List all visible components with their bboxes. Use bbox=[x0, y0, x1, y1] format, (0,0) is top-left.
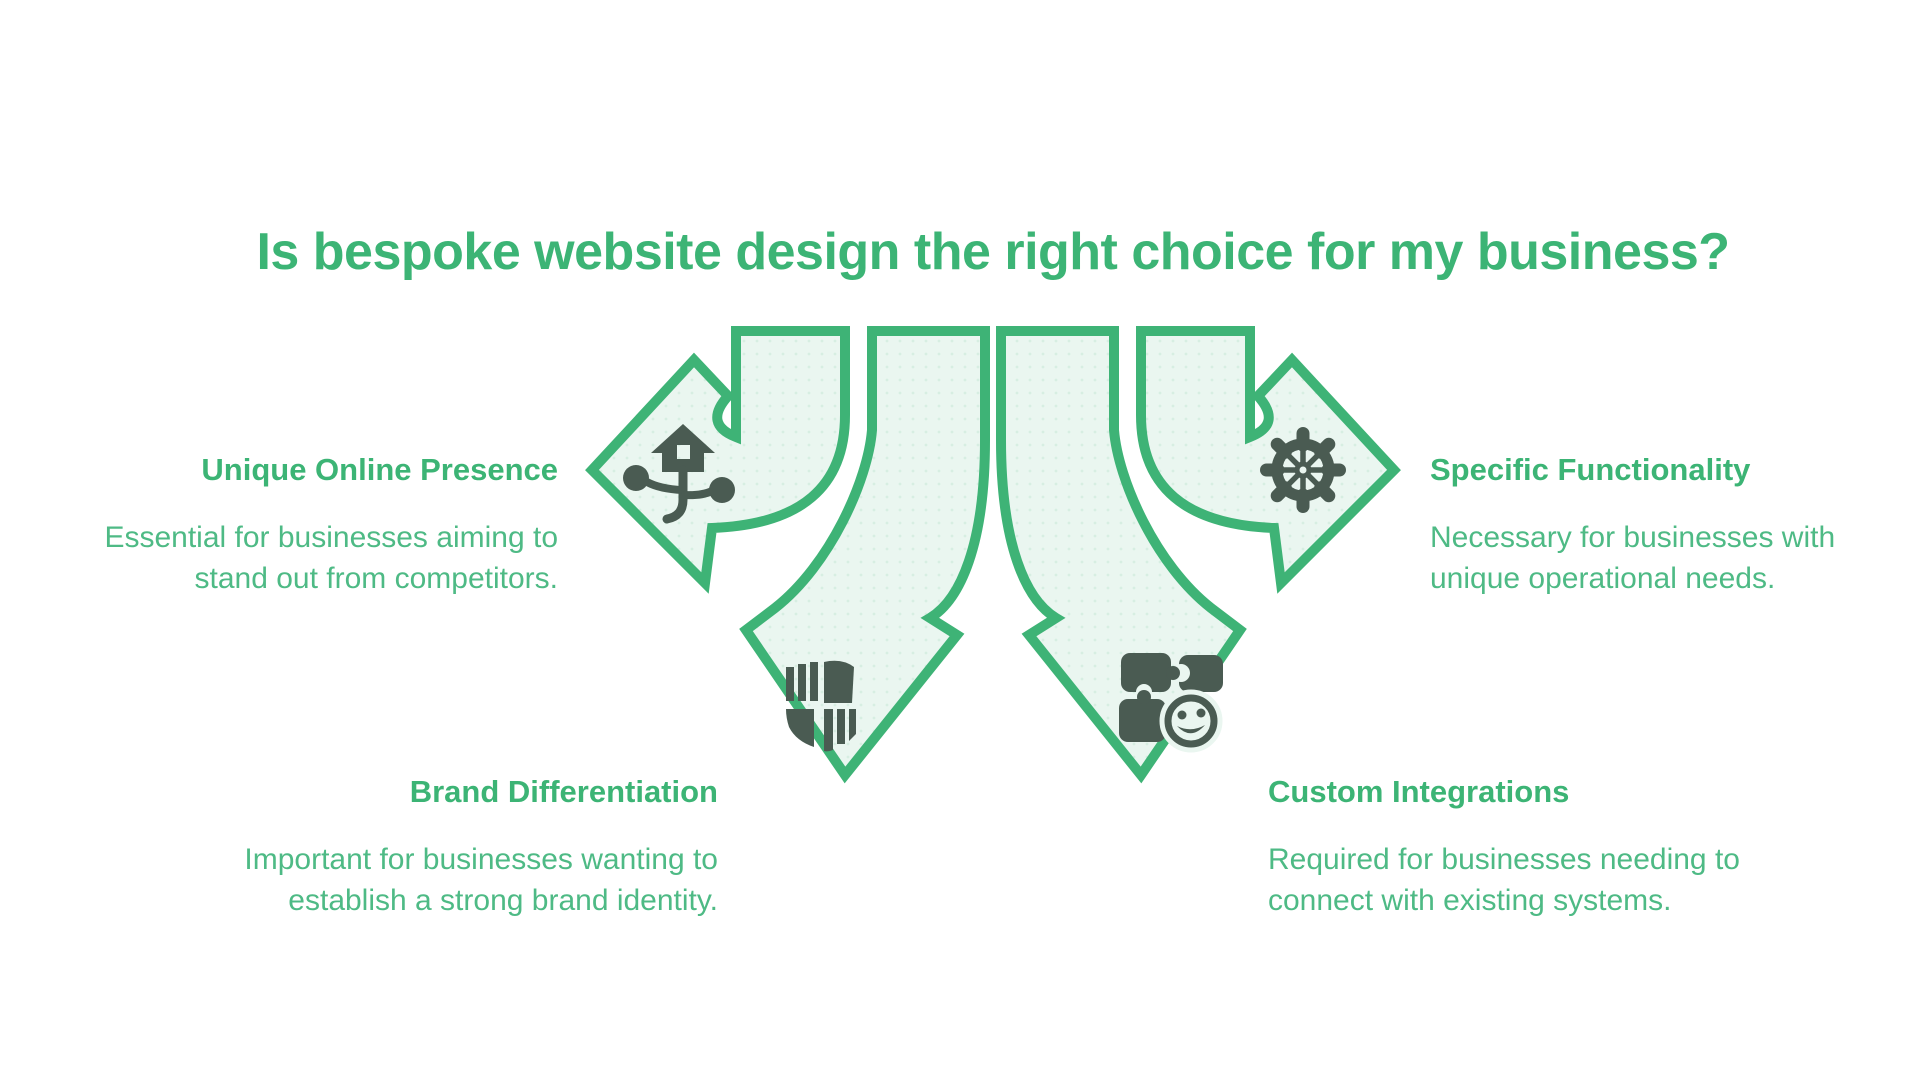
info-block-bottom-left: Brand Differentiation Important for busi… bbox=[244, 772, 718, 921]
section-description-line: Required for businesses needing to bbox=[1268, 843, 1740, 876]
section-description-line: stand out from competitors. bbox=[194, 562, 559, 595]
info-block-bottom-right: Custom Integrations Required for busines… bbox=[1268, 772, 1740, 921]
info-block-top-left: Unique Online Presence Essential for bus… bbox=[104, 450, 558, 599]
plant-icon bbox=[623, 424, 735, 524]
section-heading: Unique Online Presence bbox=[201, 452, 558, 487]
arrow-right bbox=[1136, 326, 1401, 594]
shield-icon bbox=[786, 660, 856, 752]
section-heading: Custom Integrations bbox=[1268, 774, 1570, 809]
info-block-top-right: Specific Functionality Necessary for bus… bbox=[1430, 450, 1835, 599]
section-heading: Brand Differentiation bbox=[409, 774, 718, 809]
section-description-line: establish a strong brand identity. bbox=[288, 884, 718, 917]
page-title: Is bespoke website design the right choi… bbox=[256, 223, 1730, 281]
section-description-line: connect with existing systems. bbox=[1268, 884, 1672, 917]
section-description-line: Essential for businesses aiming to bbox=[104, 521, 558, 554]
section-heading: Specific Functionality bbox=[1430, 452, 1751, 487]
puzzle-smiley-icon bbox=[1119, 653, 1223, 753]
section-description-line: Important for businesses wanting to bbox=[244, 843, 718, 876]
arrow-left bbox=[585, 326, 850, 594]
section-description-line: unique operational needs. bbox=[1430, 562, 1776, 595]
section-description-line: Necessary for businesses with bbox=[1430, 521, 1836, 554]
gear-icon bbox=[1260, 427, 1346, 513]
